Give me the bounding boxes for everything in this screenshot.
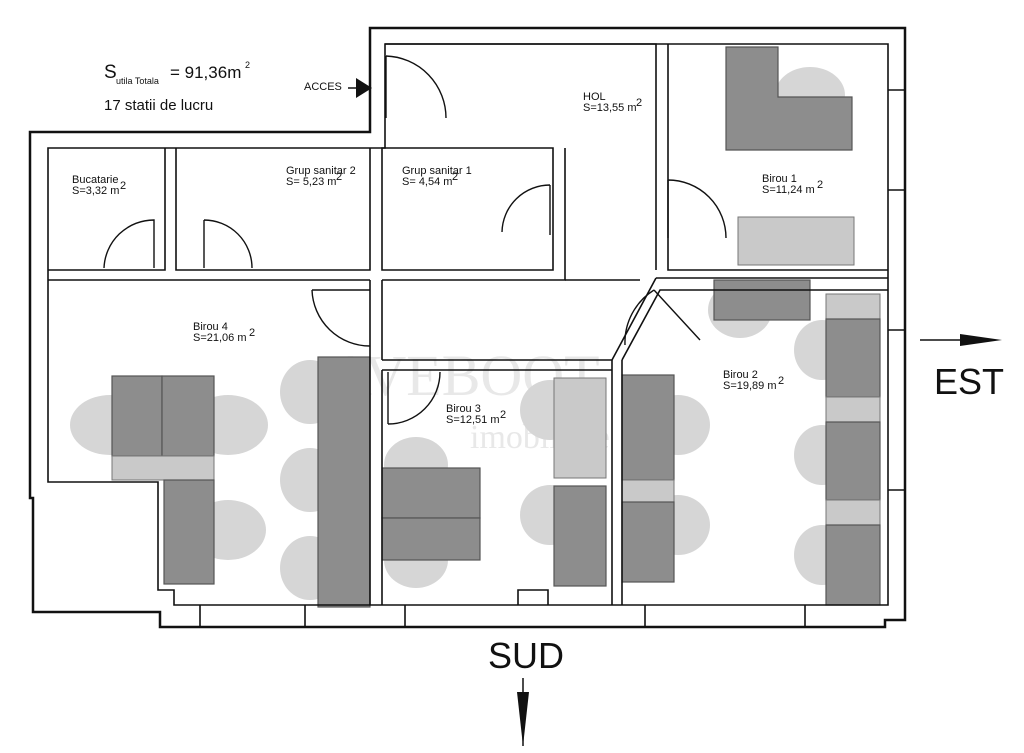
workstations-count: 17 statii de lucru xyxy=(104,97,213,114)
access-marker: ACCES xyxy=(304,78,372,98)
room-name-birou3: Birou 3 xyxy=(446,403,481,415)
room-labels: HOL S=13,55 m 2 Birou 1 S=11,24 m 2 Buca… xyxy=(72,91,823,426)
room-area-bucatarie-sup: 2 xyxy=(120,180,126,192)
room-area-grup-sanitar-1: S= 4,54 m xyxy=(402,176,452,188)
room-area-gs2-sup: 2 xyxy=(336,171,342,183)
room-name-birou2: Birou 2 xyxy=(723,369,758,381)
room-area-hol-sup: 2 xyxy=(636,97,642,109)
room-name-birou1: Birou 1 xyxy=(762,173,797,185)
total-area-value: = 91,36m xyxy=(170,63,241,82)
room-area-birou1: S=11,24 m xyxy=(762,184,815,196)
room-area-birou2-sup: 2 xyxy=(778,375,784,387)
desks xyxy=(111,46,881,608)
south-arrow-icon xyxy=(517,692,529,746)
compass-east: EST xyxy=(920,334,1004,402)
access-label: ACCES xyxy=(304,81,342,93)
doors xyxy=(103,55,727,425)
compass-south: SUD xyxy=(488,635,564,746)
room-area-gs1-sup: 2 xyxy=(452,171,458,183)
room-area-birou3-sup: 2 xyxy=(500,409,506,421)
room-area-birou2: S=19,89 m xyxy=(723,380,777,392)
room-name-birou4: Birou 4 xyxy=(193,321,228,333)
room-name-bucatarie: Bucatarie xyxy=(72,174,118,186)
east-arrow-icon xyxy=(960,334,1002,346)
east-label: EST xyxy=(934,361,1004,402)
room-area-birou4-sup: 2 xyxy=(249,327,255,339)
room-area-hol: S=13,55 m xyxy=(583,102,637,114)
total-area-sup: 2 xyxy=(245,60,250,70)
area-symbol: S xyxy=(104,62,117,83)
room-name-grup-sanitar-2: Grup sanitar 2 xyxy=(286,165,356,177)
room-area-birou3: S=12,51 m xyxy=(446,414,500,426)
room-area-bucatarie: S=3,32 m xyxy=(72,185,119,197)
room-area-birou4: S=21,06 m xyxy=(193,332,247,344)
room-name-hol: HOL xyxy=(583,91,606,103)
header-info: S utila Totala = 91,36m 2 17 statii de l… xyxy=(104,60,250,114)
room-name-grup-sanitar-1: Grup sanitar 1 xyxy=(402,165,472,177)
walls xyxy=(28,26,907,629)
access-arrow-icon xyxy=(356,78,372,98)
room-area-grup-sanitar-2: S= 5,23 m xyxy=(286,176,336,188)
south-label: SUD xyxy=(488,635,564,676)
room-area-birou1-sup: 2 xyxy=(817,179,823,191)
area-subscript: utila Totala xyxy=(116,76,159,86)
